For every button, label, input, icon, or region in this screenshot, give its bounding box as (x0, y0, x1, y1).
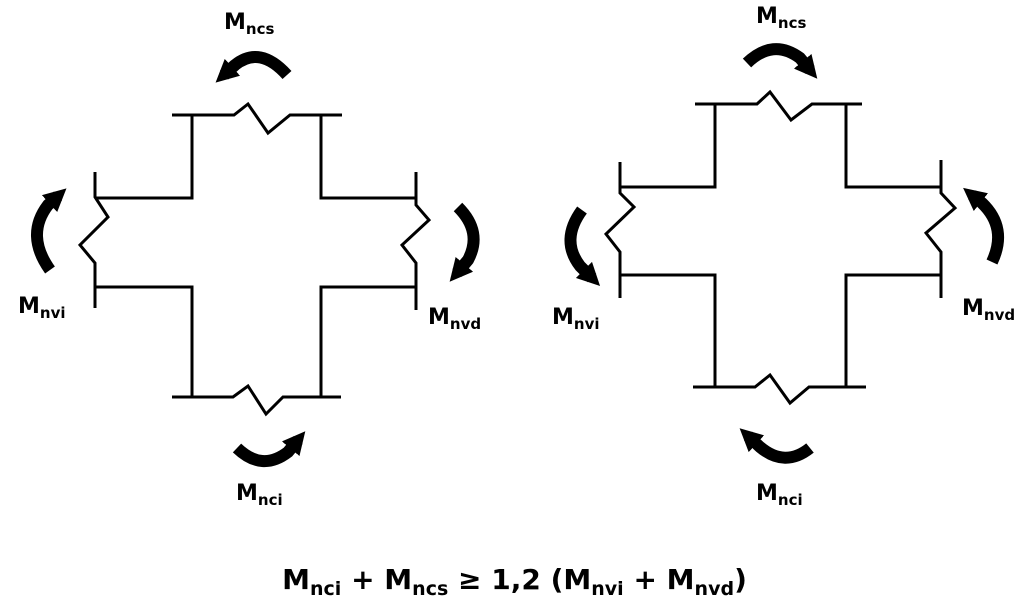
label-symbol: M (552, 305, 574, 330)
joint-right (603, 89, 958, 406)
joint-right-left-section-cut (603, 162, 637, 298)
label-subscript: nci (257, 491, 283, 509)
joint-left-right-section-cut (399, 172, 432, 310)
label-symbol: M (428, 305, 450, 330)
formula-operator: ≥ 1,2 ( (448, 563, 564, 596)
joint-left-moments (31, 51, 480, 467)
label-symbol: M (756, 481, 778, 506)
label-right-mnci: Mnci (756, 481, 803, 508)
joint-right-right-section-cut (923, 160, 958, 298)
formula-term: M (384, 563, 413, 596)
moment-arrow-icon (963, 187, 1004, 265)
label-subscript: nvi (573, 315, 600, 333)
label-left-mnci: Mnci (236, 481, 283, 508)
capacity-design-formula: Mnci + Mncs ≥ 1,2 (Mnvi + Mnvd) (0, 563, 1029, 599)
joint-left-top-section-cut (172, 101, 342, 136)
joint-left (77, 101, 432, 417)
label-subscript: ncs (777, 14, 807, 32)
formula-operator: + (341, 563, 385, 596)
joint-left-left-section-cut (77, 172, 110, 308)
label-left-mnvd: Mnvd (428, 305, 481, 332)
joint-left-cross-outline (95, 115, 416, 397)
moment-arrow-icon (742, 43, 818, 79)
moment-arrow-icon (449, 202, 480, 282)
label-symbol: M (236, 481, 258, 506)
label-subscript: nci (777, 491, 803, 509)
label-left-mncs: Mncs (224, 10, 274, 37)
moment-arrow-icon (31, 188, 67, 274)
moment-arrow-icon (215, 51, 292, 83)
label-right-mnvd: Mnvd (962, 296, 1015, 323)
joint-right-moments (564, 43, 1004, 464)
label-symbol: M (224, 10, 246, 35)
moment-arrow-icon (564, 206, 601, 287)
joint-right-bottom-section-cut (693, 372, 866, 406)
label-subscript: nvd (983, 306, 1016, 324)
formula-subscript: ncs (412, 578, 449, 600)
label-subscript: nvd (449, 315, 482, 333)
formula-term: M (666, 563, 695, 596)
formula-subscript: nvd (694, 578, 735, 600)
label-left-mnvi: Mnvi (18, 294, 66, 321)
label-symbol: M (756, 4, 778, 29)
moment-arrow-icon (232, 431, 306, 467)
label-symbol: M (962, 296, 984, 321)
formula-operator: + (623, 563, 667, 596)
label-right-mncs: Mncs (756, 4, 806, 31)
moment-arrow-icon (739, 428, 814, 464)
label-right-mnvi: Mnvi (552, 305, 600, 332)
formula-operator: ) (734, 563, 747, 596)
formula-subscript: nvi (591, 578, 624, 600)
joint-right-cross-outline (620, 104, 941, 387)
label-symbol: M (18, 294, 40, 319)
formula-term: M (282, 563, 311, 596)
formula-term: M (563, 563, 592, 596)
label-subscript: nvi (39, 304, 66, 322)
joint-right-top-section-cut (695, 89, 862, 123)
label-subscript: ncs (245, 20, 275, 38)
formula-subscript: nci (310, 578, 342, 600)
joint-left-bottom-section-cut (172, 383, 341, 417)
